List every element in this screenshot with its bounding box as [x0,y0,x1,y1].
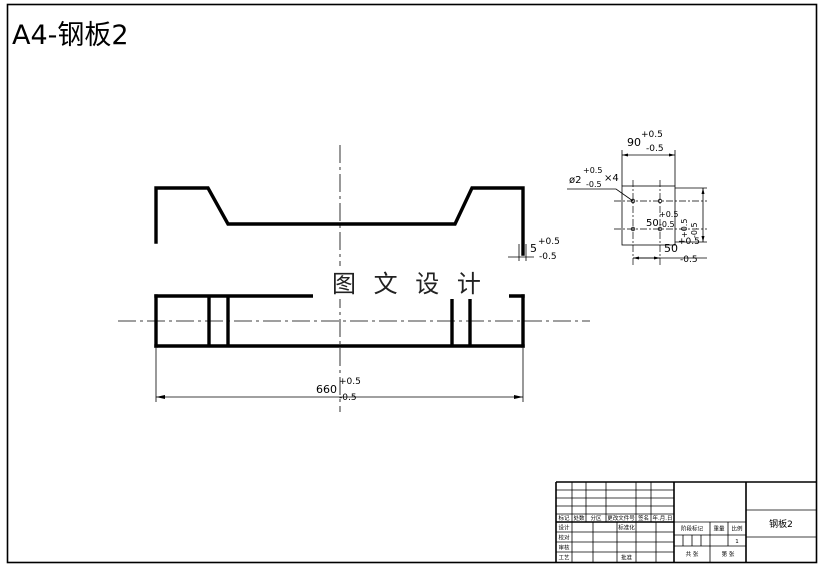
watermark-background [313,266,509,299]
width-dim-value: 90 [627,136,641,149]
scale-label: 比例 [731,525,743,533]
role-review: 审核 [558,544,570,552]
hole-dim-value: ø2 [569,175,581,186]
vertical-dim-lower-tol: -0.5 [690,222,699,238]
header-zone: 分区 [590,514,602,522]
inner-dim-upper-tol: +0.5 [659,210,678,219]
revision-grid [556,482,674,522]
hole-count: ×4 [604,173,619,184]
bottom-dim-upper-tol: +0.5 [678,237,700,247]
stage-mark-label: 阶段标记 [681,525,704,533]
thickness-dim-upper-tol: +0.5 [538,237,560,247]
sheet-total: 共 张 [686,550,699,558]
thickness-dim-lower-tol: -0.5 [539,252,557,262]
vertical-dim-label: +0.5 -0.5 [680,219,699,238]
length-dim-upper-tol: +0.5 [339,377,361,387]
plate-profile [154,186,525,256]
detail-view: 90 +0.5 -0.5 ø2 +0.5 -0.5 ×4 50 +0.5 -0.… [567,130,707,266]
role-design: 设计 [558,524,570,532]
hole-upper-left [630,198,636,204]
hole-lower-right [657,226,663,232]
header-change-doc: 更改文件号 [607,514,635,522]
stage-grid [674,521,746,562]
header-mark: 标记 [558,514,570,522]
part-name: 钢板2 [769,518,793,530]
width-dim-lower-tol: -0.5 [646,144,664,154]
scale-value: 1 [735,539,739,545]
front-view: 5 +0.5 -0.5 [154,186,560,262]
hole-upper-right [657,198,663,204]
bottom-dim-lower-tol: -0.5 [680,255,698,265]
header-count: 处数 [573,514,585,522]
title-block: 标记 处数 分区 更改文件号 签名 年.月.日 设计 校对 审核 工艺 标准化 … [555,481,816,562]
sheet-title: A4-钢板2 [12,20,129,51]
hole-leader-line [567,188,634,202]
hole-dim-lower-tol: -0.5 [586,180,602,189]
hole-dim-upper-tol: +0.5 [583,166,602,175]
sheet-border [6,3,818,564]
detail-outline [621,185,676,246]
hole-lower-left [630,226,636,232]
bottom-dim-value: 50 [664,242,678,255]
length-dim-value: 660 [316,383,337,396]
standardization-label: 标准化 [618,524,635,532]
approval-grid [556,522,674,562]
watermark-text: 图 文 设 计 [332,270,486,298]
role-check: 校对 [558,534,570,542]
sheet-number: 第 张 [722,550,735,558]
vertical-dim-upper-tol: +0.5 [680,219,689,238]
thickness-dim-value: 5 [530,242,537,255]
approval-label: 批准 [621,554,633,562]
length-dim-lower-tol: -0.5 [339,393,357,403]
header-signature: 签名 [638,514,649,522]
width-dim-upper-tol: +0.5 [641,130,663,140]
inner-dim-value: 50 [646,218,659,229]
role-process: 工艺 [558,555,570,562]
header-date: 年.月.日 [653,514,673,522]
top-view: 660 +0.5 -0.5 [118,294,590,403]
weight-label: 重量 [713,525,725,533]
watermark: 图 文 设 计 [313,266,509,299]
inner-dim-lower-tol: -0.5 [659,220,675,229]
